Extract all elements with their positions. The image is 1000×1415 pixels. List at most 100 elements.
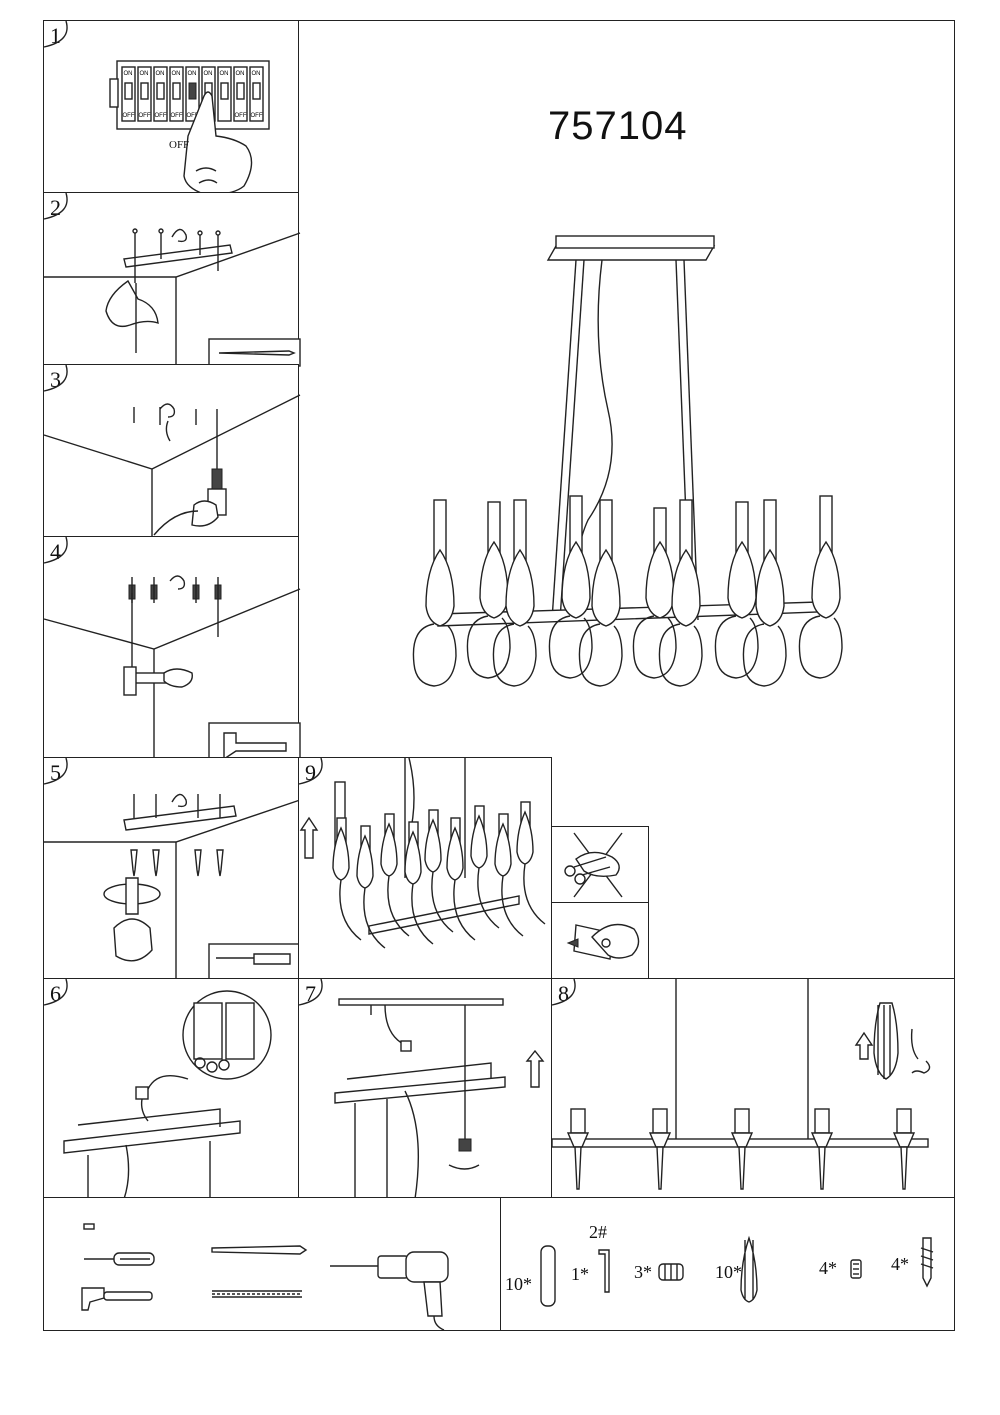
power-drill-icon: [330, 1251, 449, 1331]
screw-icon: [920, 1237, 934, 1288]
curved-arm: [578, 623, 623, 687]
breaker-toggle: [220, 82, 229, 100]
candle-tube-icon: [540, 1245, 556, 1307]
curved-arm: [477, 867, 500, 929]
curved-arm: [501, 875, 524, 937]
step-number: 9: [305, 760, 316, 785]
breaker-toggle: [124, 82, 133, 100]
curved-arm: [363, 887, 386, 949]
step-corner-curve: [43, 978, 68, 1006]
breaker-on-label: ON: [236, 71, 245, 77]
drill-bit-icon: [212, 1290, 302, 1298]
breaker-on-label: ON: [252, 71, 261, 77]
glass-shade: [671, 548, 701, 627]
step-number: 2: [50, 195, 61, 220]
breaker-on-label: ON: [204, 71, 213, 77]
curved-arm: [523, 863, 546, 925]
ceiling-marking-illustration: [44, 228, 301, 367]
curved-arm: [387, 875, 410, 937]
arm-stem: [738, 1146, 746, 1190]
candle-cup: [652, 1108, 668, 1134]
step-corner-curve: [43, 757, 68, 785]
step-number: 8: [558, 981, 569, 1006]
breaker-on-label: ON: [188, 71, 197, 77]
step-number: 7: [305, 981, 316, 1006]
step-number: 3: [50, 367, 61, 392]
arm-stem: [900, 1146, 908, 1190]
breaker-toggle: [252, 82, 261, 100]
curved-arm: [431, 871, 454, 933]
screw: [152, 849, 160, 877]
breaker-on-label: ON: [140, 71, 149, 77]
screw: [130, 849, 138, 877]
step-7-panel: 7: [298, 978, 552, 1200]
curved-arm: [798, 615, 843, 679]
parts-illustration: [540, 1235, 934, 1307]
breaker-off-label: OFF: [123, 113, 135, 119]
insert-candle-tubes-illustration: [299, 757, 546, 949]
chandelier-bar: [368, 895, 520, 935]
glass-shade: [505, 548, 535, 627]
pencil-icon: [211, 1245, 308, 1255]
handle-with-glove-icon: [566, 923, 640, 960]
step-corner-curve: [551, 978, 576, 1006]
part-qty-candle-tube: 10*: [505, 1274, 532, 1294]
screw: [216, 849, 224, 877]
breaker-off-label: OFF: [187, 113, 199, 119]
step-9-panel: 9: [298, 757, 552, 979]
step-4-panel: 4: [43, 536, 301, 761]
hex-key-icon: [598, 1249, 610, 1293]
step-3-panel: 3: [43, 364, 301, 538]
glass-shade: [425, 548, 455, 627]
step-corner-curve: [43, 536, 68, 564]
part-qty-screw: 4*: [891, 1254, 909, 1274]
scissors-prohibited-icon: [564, 832, 623, 898]
breaker-off-label: OFF: [139, 113, 151, 119]
drilling-illustration: [43, 394, 301, 538]
curved-arm: [632, 615, 677, 679]
breaker-on-label: ON: [220, 71, 229, 77]
part-size-hex-key: 2#: [589, 1222, 607, 1242]
hammer-icon: [81, 1287, 153, 1311]
step-8-panel: 8: [551, 978, 955, 1198]
parts-panel: 10* 1* 2# 3* 10* 4* 4*: [500, 1197, 955, 1331]
model-number: 757104: [548, 104, 688, 148]
no-cutting-warning-panel: [551, 826, 649, 903]
breaker-on-label: ON: [124, 71, 133, 77]
curved-arm: [658, 623, 703, 687]
breaker-on-label: ON: [156, 71, 165, 77]
breaker-toggle: [140, 82, 149, 100]
curved-arm: [742, 623, 787, 687]
candle-cup: [814, 1108, 830, 1134]
insert-shades-illustration: [551, 979, 931, 1190]
glass-shade: [479, 540, 509, 619]
bit-icon: [83, 1223, 95, 1230]
screwdriver-icon: [84, 1252, 155, 1266]
step-5-panel: 5: [43, 757, 301, 981]
glass-shade: [645, 540, 675, 619]
arm-joint: [730, 1132, 754, 1148]
breaker-off-label: OFF: [155, 113, 167, 119]
curved-arm: [411, 883, 434, 945]
curved-arm: [714, 615, 759, 679]
step-corner-curve: [43, 20, 68, 48]
part-qty-wire-connector: 3*: [634, 1262, 652, 1282]
step-corner-curve: [298, 978, 323, 1006]
step-number: 5: [50, 760, 61, 785]
part-qty-hex-key: 1*: [571, 1264, 589, 1284]
wire-connector-icon: [658, 1263, 684, 1281]
tools-panel: [43, 1197, 501, 1331]
chandelier-illustration: [412, 235, 843, 687]
glass-shade-icon: [740, 1235, 758, 1303]
breaker-off-label: OFF: [171, 113, 183, 119]
tools-illustration: [81, 1223, 449, 1331]
wiring-connection-illustration: [63, 990, 272, 1200]
step-number: 6: [50, 981, 61, 1006]
arm-stem: [656, 1146, 664, 1190]
step-corner-curve: [43, 364, 68, 392]
glass-shade: [591, 548, 621, 627]
off-caption: OFF: [169, 139, 190, 151]
curved-arm: [548, 615, 593, 679]
part-qty-glass-shade: 10*: [715, 1262, 742, 1282]
